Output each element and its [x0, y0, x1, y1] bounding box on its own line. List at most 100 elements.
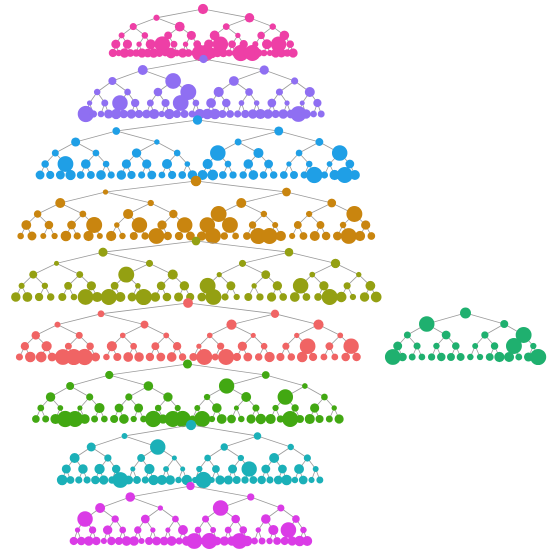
tree-edge: [144, 324, 167, 336]
tree-node: [165, 527, 171, 533]
tree-node: [112, 127, 121, 135]
tree-node: [218, 378, 235, 394]
tree-node: [100, 289, 117, 305]
tree-salmon: [15, 298, 361, 366]
tree-node: [175, 537, 183, 545]
tree-node: [158, 171, 166, 179]
tree-node: [216, 414, 227, 424]
tree-node: [433, 342, 440, 350]
tree-node: [148, 228, 165, 244]
tree-node: [384, 349, 401, 365]
tree-node: [233, 405, 239, 411]
tree-node: [220, 443, 228, 451]
tree-node: [256, 293, 264, 301]
tree-node: [123, 352, 134, 362]
tree-node: [130, 466, 136, 472]
tree-node: [237, 341, 247, 351]
tree-node: [207, 169, 219, 181]
tree-node: [264, 159, 274, 169]
tree-node: [286, 40, 295, 49]
tree-node: [203, 393, 211, 401]
tree-edge: [288, 251, 336, 264]
tree-node: [252, 404, 260, 412]
tree-node: [315, 414, 324, 424]
tree-node: [171, 455, 177, 461]
tree-node: [340, 228, 357, 244]
tree-node: [245, 88, 253, 96]
tree-node: [119, 526, 127, 534]
tree-node: [197, 170, 208, 180]
tree-edge: [60, 191, 106, 204]
tree-node: [201, 533, 218, 549]
tree-node: [257, 475, 266, 485]
tree-node: [108, 48, 118, 58]
tree-edge: [75, 130, 117, 143]
tree-node: [33, 210, 42, 218]
tree-node: [148, 48, 159, 58]
tree-edge: [286, 191, 332, 204]
tree-node: [129, 231, 138, 241]
tree-node: [97, 310, 105, 318]
tree-node: [310, 110, 317, 118]
tree-node: [452, 342, 460, 350]
tree-node: [321, 289, 338, 305]
tree-node: [105, 370, 114, 380]
tree-node: [222, 98, 231, 108]
tree-node: [29, 270, 38, 279]
tree-pink-nodes: [108, 3, 298, 62]
tree-node: [284, 100, 290, 106]
tree-node: [275, 88, 283, 96]
tree-node: [243, 159, 254, 169]
tree-node: [219, 536, 230, 546]
tree-node: [145, 410, 162, 428]
tree-node: [100, 537, 107, 545]
tree-node: [184, 161, 191, 167]
tree-node: [192, 99, 200, 107]
tree-node: [131, 217, 148, 233]
tree-edge: [219, 263, 243, 275]
tree-node: [218, 349, 235, 365]
tree-node: [66, 410, 84, 428]
tree-node: [243, 232, 251, 240]
tree-node: [106, 341, 117, 352]
tree-node: [77, 405, 83, 411]
tree-node: [205, 228, 221, 244]
tree-node: [302, 536, 313, 546]
tree-node: [235, 32, 241, 39]
tree-node: [398, 352, 407, 362]
tree-node: [298, 475, 308, 485]
tree-node: [145, 536, 154, 546]
tree-node: [64, 342, 72, 350]
tree-node: [289, 171, 298, 179]
tree-node: [255, 108, 266, 120]
tree-node: [284, 247, 294, 257]
tree-node: [336, 291, 347, 303]
tree-node: [66, 382, 75, 390]
tree-node: [232, 352, 242, 362]
tree-node: [294, 332, 300, 339]
tree-node: [287, 536, 297, 546]
tree-node: [77, 511, 93, 527]
tree-node: [96, 170, 106, 180]
tree-node: [196, 465, 203, 473]
tree-node: [250, 227, 267, 245]
tree-node: [96, 232, 103, 240]
tree-node: [291, 476, 299, 484]
tree-node: [174, 404, 181, 412]
tree-node: [251, 537, 258, 545]
tree-node: [221, 293, 229, 301]
tree-node: [265, 413, 276, 425]
tree-pink: [108, 3, 298, 62]
tree-node: [218, 109, 227, 119]
tree-node: [141, 476, 149, 484]
tree-node: [150, 527, 156, 533]
tree-node: [224, 526, 232, 534]
tree-node: [166, 352, 177, 362]
tree-node: [331, 405, 337, 411]
tree-node: [227, 414, 236, 424]
tree-root-node: [199, 54, 208, 64]
tree-node: [325, 342, 334, 351]
tree-node: [277, 389, 294, 405]
tree-node: [119, 232, 126, 240]
tree-node: [272, 404, 279, 412]
